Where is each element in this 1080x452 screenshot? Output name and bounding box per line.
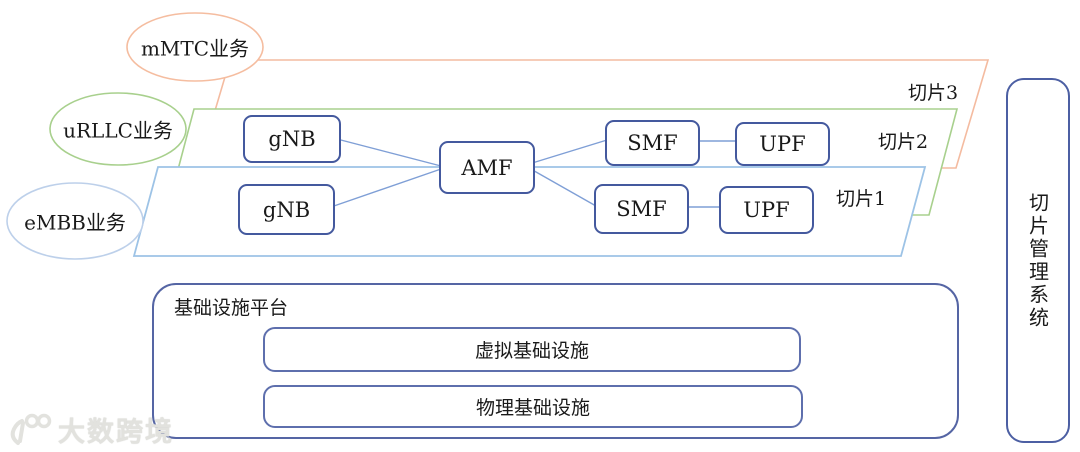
smf-node-slice2: SMF	[605, 120, 700, 166]
connector-amf-smf2	[528, 139, 608, 165]
mmtc-service-ellipse	[126, 12, 264, 82]
gnb-node-slice1: gNB	[238, 184, 335, 235]
slice3-label: 切片3	[908, 82, 959, 104]
connector-gnb1-amf	[330, 168, 442, 208]
slice2-label: 切片2	[878, 131, 929, 153]
gnb-node-slice2: gNB	[243, 115, 341, 163]
virtual-infrastructure-box: 虚拟基础设施	[263, 327, 801, 372]
watermark: 大数跨境	[8, 410, 174, 449]
amf-node: AMF	[439, 141, 535, 194]
connector-gnb2-amf	[336, 138, 442, 167]
mmtc-service-label: mMTC业务	[140, 36, 250, 61]
physical-infrastructure-box: 物理基础设施	[263, 385, 803, 428]
slice-management-system-label: 切片管理系统	[1025, 191, 1050, 330]
embb-service-ellipse	[6, 182, 144, 260]
slice1-label: 切片1	[836, 188, 887, 210]
urllc-service-label: uRLLC业务	[63, 118, 173, 143]
embb-service-label: eMBB业务	[24, 210, 126, 235]
upf-node-slice1: UPF	[719, 186, 814, 234]
smf-node-slice1: SMF	[594, 184, 689, 234]
infrastructure-platform-container: 基础设施平台 虚拟基础设施 物理基础设施	[152, 283, 959, 439]
dashu-100-logo-icon	[10, 413, 52, 445]
watermark-text: 大数跨境	[58, 417, 174, 448]
upf-node-slice2: UPF	[735, 122, 830, 166]
slice-management-system-box: 切片管理系统	[1006, 78, 1070, 443]
infrastructure-platform-title: 基础设施平台	[174, 297, 289, 319]
connector-amf-smf1	[528, 167, 597, 207]
urllc-service-ellipse	[49, 92, 187, 166]
